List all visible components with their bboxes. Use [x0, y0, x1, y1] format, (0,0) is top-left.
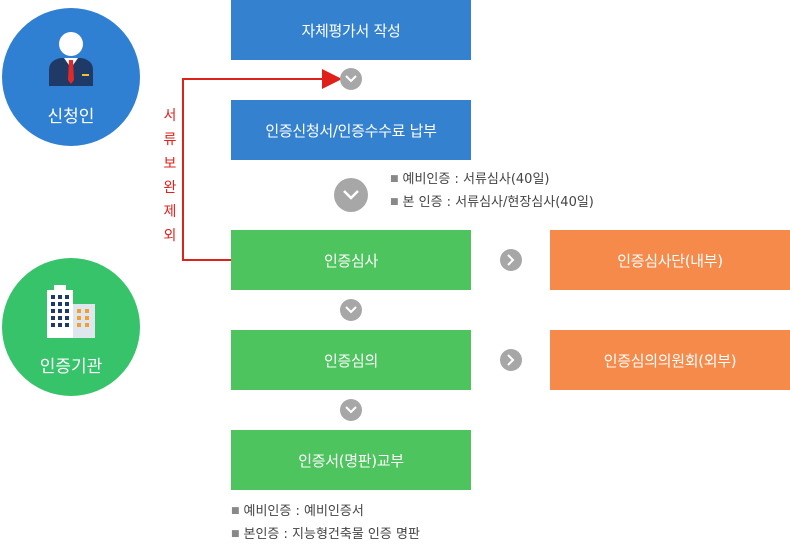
deliberation-committee-box: 인증심의의원회(외부)	[550, 330, 790, 390]
feedback-label: 서 류 보 완 제 외	[163, 108, 177, 244]
building-icon	[47, 285, 95, 338]
applicant-label: 신청인	[47, 107, 95, 127]
step-application-fee: 인증신청서/인증수수료 납부	[231, 100, 471, 160]
feedback-line	[182, 78, 326, 261]
chevron-down-icon	[340, 399, 362, 421]
note-item: ■예비인증 : 예비인증서	[231, 504, 364, 519]
agency-label: 인증기관	[39, 357, 103, 377]
step-self-assessment: 자체평가서 작성	[231, 0, 471, 60]
note-item: ■예비인증 : 서류심사(40일)	[390, 172, 550, 187]
chevron-down-icon	[340, 299, 362, 321]
chevron-down-icon	[334, 178, 368, 212]
issue-notes: ■예비인증 : 예비인증서 ■본인증 : 지능형건축물 인증 명판	[231, 500, 420, 545]
review-notes: ■예비인증 : 서류심사(40일) ■본 인증 : 서류심사/현장심사(40일)	[390, 168, 594, 214]
chevron-right-icon	[500, 349, 522, 371]
note-item: ■본인증 : 지능형건축물 인증 명판	[231, 527, 420, 542]
feedback-arrowhead	[322, 69, 342, 89]
step-deliberation: 인증심의	[231, 330, 471, 390]
step-review: 인증심사	[231, 230, 471, 290]
review-team-box: 인증심사단(내부)	[550, 230, 790, 290]
agency-circle: 인증기관	[2, 258, 140, 396]
person-icon	[49, 32, 93, 86]
chevron-down-icon	[340, 68, 362, 90]
note-item: ■본 인증 : 서류심사/현장심사(40일)	[390, 195, 594, 210]
applicant-circle: 신청인	[2, 8, 140, 146]
step-issue-certificate: 인증서(명판)교부	[231, 430, 471, 490]
chevron-right-icon	[500, 249, 522, 271]
